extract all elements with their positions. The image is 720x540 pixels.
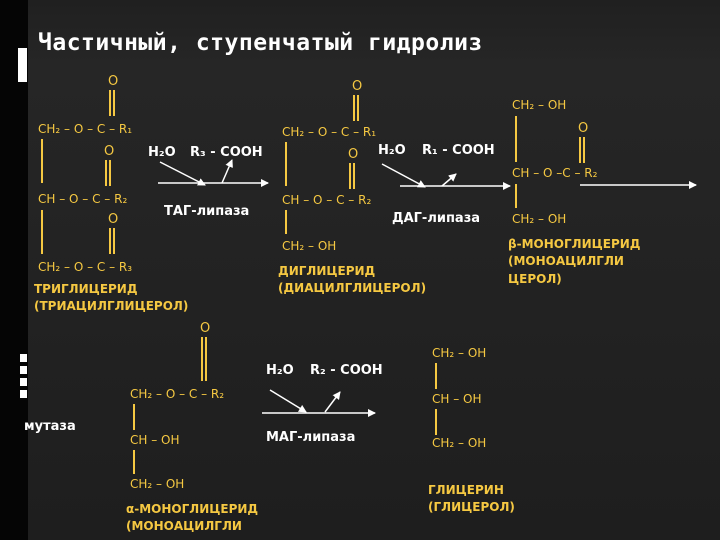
alpha-mag-row3: CH₂ – OH	[130, 477, 185, 491]
bond	[435, 363, 437, 389]
glycerol-name-line1: ГЛИЦЕРИН	[428, 483, 504, 497]
dag-row1: CH₂ – O – C – R₁	[282, 125, 377, 139]
carbonyl-oxygen: O	[104, 144, 115, 159]
bond	[133, 404, 135, 430]
beta-mag-row3: CH₂ – OH	[512, 212, 567, 226]
step1-acid: R₃ - COOH	[190, 145, 263, 160]
step3-acid: R₂ - COOH	[310, 363, 383, 378]
alpha-mag-name-line1: α-МОНОГЛИЦЕРИД	[126, 502, 259, 516]
decor-bar	[18, 48, 27, 82]
carbonyl-oxygen: O	[578, 121, 589, 136]
decor-bar	[20, 378, 27, 386]
arrow-step1-acid	[221, 159, 233, 184]
dag-row3: CH₂ – OH	[282, 239, 337, 253]
step3-water: H₂O	[266, 363, 294, 378]
glycerol-row1: CH₂ – OH	[432, 346, 487, 360]
tag-row3: CH₂ – O – C – R₃	[38, 260, 133, 274]
bond	[515, 116, 517, 162]
mutase-label: мутаза	[24, 419, 76, 434]
arrow-step2-water	[381, 163, 426, 188]
tag-name-line2: (ТРИАЦИЛГЛИЦЕРОЛ)	[34, 299, 189, 314]
double-bond	[109, 228, 115, 254]
carbonyl-oxygen: O	[108, 212, 119, 227]
beta-mag-row2: CH – O –C – R₂	[512, 166, 598, 180]
glycerol-name-line2: (ГЛИЦЕРОЛ)	[428, 500, 515, 515]
step1-enzyme: ТАГ-липаза	[164, 204, 250, 219]
alpha-mag-name-line2: (МОНОАЦИЛГЛИ	[126, 519, 242, 534]
arrow-step2-acid	[441, 173, 457, 187]
dag-name: ДИГЛИЦЕРИД (ДИАЦИЛГЛИЦЕРОЛ)	[278, 263, 426, 298]
arrow-step1-water	[159, 161, 206, 186]
step2-acid: R₁ - COOH	[422, 143, 495, 158]
bond	[285, 210, 287, 234]
glycerol-row2: CH – OH	[432, 392, 482, 406]
double-bond	[105, 160, 111, 186]
step2-enzyme: ДАГ-липаза	[392, 211, 481, 226]
double-bond	[579, 137, 585, 163]
carbonyl-oxygen: O	[108, 74, 119, 89]
dag-name-line2: (ДИАЦИЛГЛИЦЕРОЛ)	[278, 281, 427, 296]
glycerol-name: ГЛИЦЕРИН (ГЛИЦЕРОЛ)	[428, 482, 515, 517]
glycerol-row3: CH₂ – OH	[432, 436, 487, 450]
step2-water: H₂O	[378, 143, 406, 158]
tag-name-line1: ТРИГЛИЦЕРИД	[34, 282, 138, 296]
decor-bar	[20, 366, 27, 374]
beta-mag-name: β-МОНОГЛИЦЕРИД (МОНОАЦИЛГЛИ ЦЕРОЛ)	[508, 236, 640, 288]
arrow-step3-acid	[324, 391, 341, 413]
carbonyl-oxygen: O	[200, 321, 211, 336]
carbonyl-oxygen: O	[352, 79, 363, 94]
beta-mag-name-line2: (МОНОАЦИЛГЛИ	[508, 254, 624, 269]
arrow-step3-water	[269, 389, 307, 413]
double-bond	[109, 90, 115, 116]
side-rail	[0, 0, 28, 540]
double-bond	[353, 95, 359, 121]
tag-name: ТРИГЛИЦЕРИД (ТРИАЦИЛГЛИЦЕРОЛ)	[34, 281, 188, 316]
decor-bar	[20, 354, 27, 362]
alpha-mag-row2: CH – OH	[130, 433, 180, 447]
bond	[435, 409, 437, 435]
beta-mag-name-line3: ЦЕРОЛ)	[508, 271, 562, 286]
bond	[133, 450, 135, 474]
dag-row2: CH – O – C – R₂	[282, 193, 372, 207]
slide-title: Частичный, ступенчатый гидролиз	[38, 30, 483, 56]
beta-mag-name-line1: β-МОНОГЛИЦЕРИД	[508, 237, 641, 251]
alpha-mag-row1: CH₂ – O – C – R₂	[130, 387, 225, 401]
tag-row1: CH₂ – O – C – R₁	[38, 122, 133, 136]
alpha-mag-name: α-МОНОГЛИЦЕРИД (МОНОАЦИЛГЛИ	[126, 501, 258, 536]
bond	[285, 142, 287, 186]
step1-water: H₂O	[148, 145, 176, 160]
carbonyl-oxygen: O	[348, 147, 359, 162]
beta-mag-row1: CH₂ – OH	[512, 98, 567, 112]
double-bond	[201, 337, 207, 381]
decor-bar	[20, 390, 27, 398]
step3-enzyme: МАГ-липаза	[266, 430, 356, 445]
double-bond	[349, 163, 355, 189]
bond	[515, 184, 517, 208]
bond	[41, 139, 43, 183]
dag-name-line1: ДИГЛИЦЕРИД	[278, 264, 376, 278]
bond	[41, 210, 43, 254]
tag-row2: CH – O – C – R₂	[38, 192, 128, 206]
